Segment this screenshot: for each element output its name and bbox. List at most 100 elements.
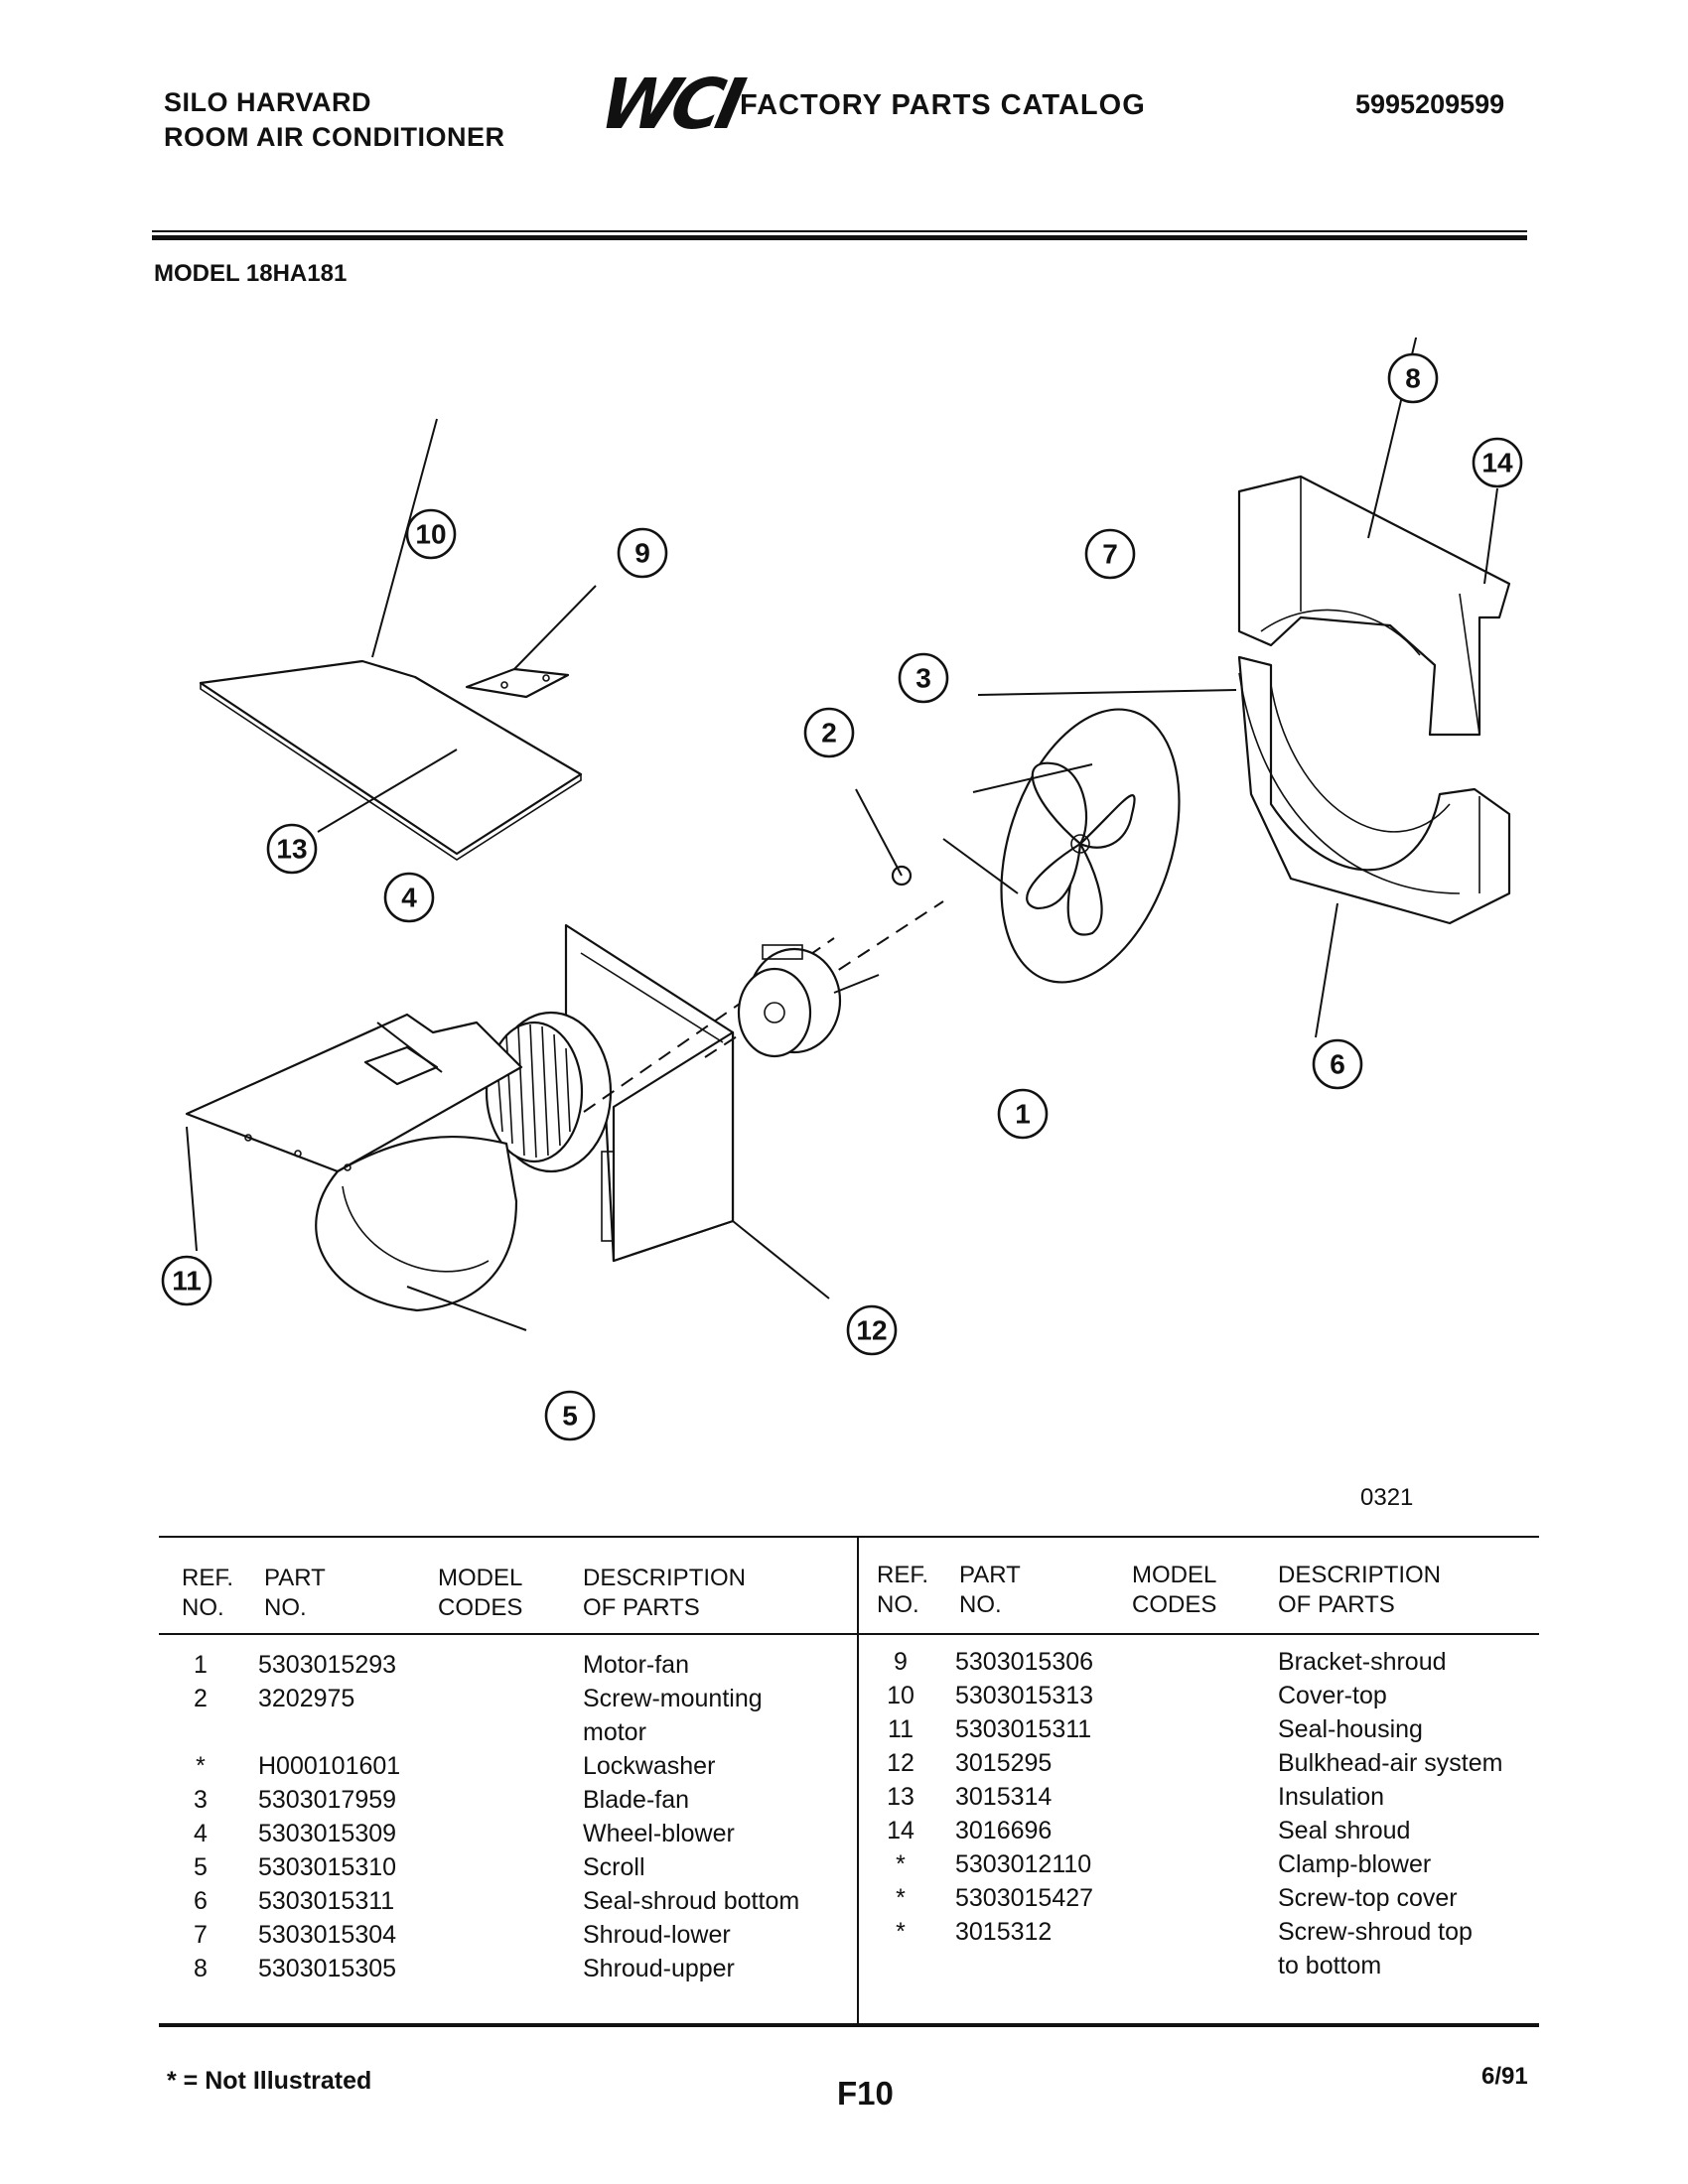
svg-text:10: 10 bbox=[415, 519, 446, 550]
part-scroll bbox=[185, 1013, 523, 1312]
header-model-left: MODEL CODES bbox=[438, 1565, 523, 1621]
svg-text:2: 2 bbox=[821, 718, 837, 749]
table-cell-ref: 1 bbox=[194, 1651, 208, 1679]
part-shroud-lower bbox=[1237, 655, 1511, 925]
svg-text:7: 7 bbox=[1102, 539, 1118, 570]
callout-1: 1 bbox=[997, 1088, 1049, 1140]
table-cell-ref: * bbox=[896, 1884, 906, 1912]
svg-text:6: 6 bbox=[1330, 1049, 1345, 1080]
table-cell-part: 5303015306 bbox=[955, 1648, 1094, 1676]
table-cell-desc: Seal shroud bbox=[1278, 1817, 1411, 1844]
header-part-left: PART NO. bbox=[264, 1565, 326, 1621]
table-cell-desc: Bulkhead-air system bbox=[1278, 1749, 1503, 1777]
part-blade-fan bbox=[1000, 708, 1181, 984]
table-cell-desc: Lockwasher bbox=[583, 1752, 716, 1780]
catalog-title: FACTORY PARTS CATALOG bbox=[740, 89, 1146, 121]
table-cell-ref: 2 bbox=[194, 1685, 208, 1712]
callout-8: 8 bbox=[1387, 352, 1439, 404]
table-cell-ref: 11 bbox=[888, 1715, 914, 1743]
table-cell-part: 5303015293 bbox=[258, 1651, 397, 1679]
table-cell-ref: 5 bbox=[194, 1853, 208, 1881]
table-cell-part: 5303015313 bbox=[955, 1682, 1094, 1709]
table-cell-desc: motor bbox=[583, 1718, 646, 1746]
catalog-brand: SILO HARVARD ROOM AIR CONDITIONER bbox=[164, 85, 505, 155]
table-cell-part: 3015312 bbox=[955, 1918, 1053, 1946]
part-bulkhead bbox=[564, 923, 735, 1263]
table-cell-ref: 6 bbox=[194, 1887, 208, 1915]
table-cell-desc: Shroud-upper bbox=[583, 1955, 735, 1982]
table-cell-ref: 10 bbox=[887, 1682, 914, 1709]
table-cell-part: 5303015427 bbox=[955, 1884, 1094, 1912]
svg-text:8: 8 bbox=[1405, 363, 1421, 394]
table-cell-part: 5303017959 bbox=[258, 1786, 397, 1814]
header-desc-left: DESCRIPTION OF PARTS bbox=[583, 1565, 747, 1621]
table-cell-desc: Screw-shroud top bbox=[1278, 1918, 1473, 1946]
callout-5: 5 bbox=[544, 1390, 596, 1441]
wci-logo: WCI bbox=[593, 64, 747, 145]
table-cell-part: 3015295 bbox=[955, 1749, 1053, 1777]
table-column-divider bbox=[857, 1536, 859, 2025]
table-cell-part: 3202975 bbox=[258, 1685, 355, 1712]
table-cell-desc: Scroll bbox=[583, 1853, 645, 1881]
header-part-right: PART NO. bbox=[959, 1562, 1021, 1618]
table-cell-desc: Seal-housing bbox=[1278, 1715, 1423, 1743]
table-cell-desc: to bottom bbox=[1278, 1952, 1382, 1979]
part-seal-shroud-bottom bbox=[1238, 672, 1461, 894]
table-cell-desc: Screw-mounting bbox=[583, 1685, 763, 1712]
table-cell-ref: 14 bbox=[887, 1817, 914, 1844]
table-cell-desc: Shroud-lower bbox=[583, 1921, 731, 1949]
table-cell-ref: 7 bbox=[194, 1921, 208, 1949]
callout-14: 14 bbox=[1472, 437, 1523, 488]
part-motor-fan bbox=[737, 944, 880, 1058]
footnote: * = Not Illustrated bbox=[167, 2067, 372, 2095]
callout-7: 7 bbox=[1084, 528, 1136, 580]
brand-line-1: SILO HARVARD bbox=[164, 87, 372, 117]
callout-13: 13 bbox=[266, 823, 318, 875]
callout-10: 10 bbox=[405, 508, 457, 560]
header-rule-thick bbox=[152, 235, 1527, 240]
svg-text:4: 4 bbox=[401, 883, 417, 913]
table-cell-desc: Clamp-blower bbox=[1278, 1850, 1432, 1878]
table-cell-ref: 13 bbox=[887, 1783, 914, 1811]
table-cell-part: 5303012110 bbox=[955, 1850, 1092, 1878]
table-header-rule bbox=[159, 1633, 1539, 1635]
header-ref-left: REF. NO. bbox=[182, 1565, 234, 1621]
table-cell-desc: Cover-top bbox=[1278, 1682, 1387, 1709]
page-identifier: F10 bbox=[837, 2075, 894, 2112]
svg-text:14: 14 bbox=[1481, 448, 1513, 478]
catalog-number: 5995209599 bbox=[1355, 89, 1505, 119]
callout-9: 9 bbox=[617, 527, 668, 579]
table-cell-part: 3015314 bbox=[955, 1783, 1053, 1811]
table-cell-part: 5303015311 bbox=[258, 1887, 395, 1915]
table-bottom-rule bbox=[159, 2023, 1539, 2027]
table-cell-ref: 9 bbox=[894, 1648, 908, 1676]
table-cell-ref: 4 bbox=[194, 1820, 208, 1847]
table-cell-part: 5303015309 bbox=[258, 1820, 397, 1847]
table-cell-desc: Wheel-blower bbox=[583, 1820, 735, 1847]
table-cell-part: 5303015305 bbox=[258, 1955, 397, 1982]
brand-line-2: ROOM AIR CONDITIONER bbox=[164, 122, 505, 152]
table-cell-ref: * bbox=[196, 1752, 206, 1780]
table-top-rule bbox=[159, 1536, 1539, 1538]
table-cell-desc: Bracket-shroud bbox=[1278, 1648, 1447, 1676]
svg-text:13: 13 bbox=[276, 834, 307, 865]
part-shroud-upper bbox=[1237, 475, 1511, 737]
table-cell-desc: Insulation bbox=[1278, 1783, 1385, 1811]
table-cell-part: H000101601 bbox=[258, 1752, 401, 1780]
table-cell-desc: Screw-top cover bbox=[1278, 1884, 1458, 1912]
diagram-code: 0321 bbox=[1360, 1484, 1414, 1511]
header-model-right: MODEL CODES bbox=[1132, 1562, 1217, 1618]
svg-text:12: 12 bbox=[856, 1315, 887, 1346]
table-cell-ref: 3 bbox=[194, 1786, 208, 1814]
table-cell-part: 3016696 bbox=[955, 1817, 1053, 1844]
header-ref-right: REF. NO. bbox=[877, 1562, 929, 1618]
svg-text:1: 1 bbox=[1015, 1099, 1031, 1130]
callout-12: 12 bbox=[846, 1304, 898, 1356]
table-cell-ref: 8 bbox=[194, 1955, 208, 1982]
header-rule-thin bbox=[152, 230, 1527, 232]
table-cell-part: 5303015304 bbox=[258, 1921, 397, 1949]
model-label: MODEL 18HA181 bbox=[154, 260, 348, 287]
callout-11: 11 bbox=[161, 1255, 212, 1306]
table-cell-part: 5303015310 bbox=[258, 1853, 397, 1881]
revision-date: 6/91 bbox=[1481, 2063, 1528, 2090]
